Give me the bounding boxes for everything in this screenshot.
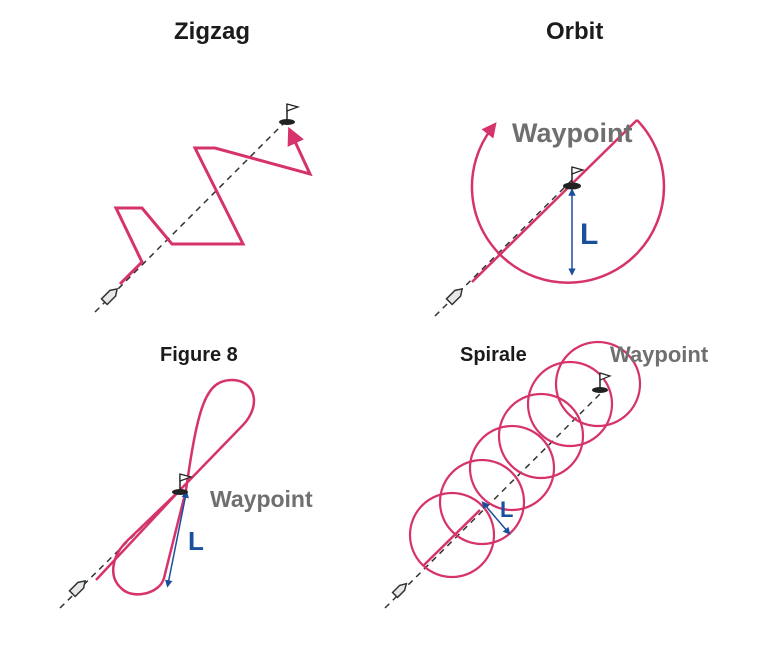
flag-icon bbox=[592, 372, 612, 393]
zigzag-track-line bbox=[94, 119, 288, 313]
figure8-waypoint-label: Waypoint bbox=[210, 486, 313, 512]
spiral-loop-6 bbox=[554, 340, 642, 428]
figure8-path bbox=[95, 378, 256, 596]
boat-icon bbox=[68, 579, 87, 598]
spiral-waypoint-label: Waypoint bbox=[610, 342, 709, 367]
spiral-loop-2 bbox=[438, 458, 526, 546]
orbit-waypoint-label: Waypoint bbox=[512, 118, 633, 148]
boat-icon bbox=[391, 582, 408, 599]
flag-icon bbox=[563, 166, 585, 190]
spiral-loop-4 bbox=[497, 392, 585, 480]
spiral-panel bbox=[384, 340, 642, 609]
figure8-title: Figure 8 bbox=[160, 344, 238, 366]
orbit-panel bbox=[434, 119, 666, 317]
figure8-length-arrow bbox=[165, 490, 189, 588]
orbit-title: Orbit bbox=[546, 18, 604, 45]
spiral-title: Spirale bbox=[460, 344, 527, 366]
spiral-approach-path bbox=[423, 509, 481, 566]
orbit-circle-path bbox=[470, 119, 666, 284]
spiral-track-line bbox=[384, 389, 605, 609]
spiral-length-label: L bbox=[500, 497, 514, 522]
figure8-panel bbox=[59, 378, 256, 609]
figure8-length-label: L bbox=[188, 526, 204, 556]
spiral-length-arrow bbox=[481, 501, 511, 535]
flag-icon bbox=[279, 103, 300, 125]
spiral-loop-5 bbox=[526, 360, 614, 448]
zigzag-title: Zigzag bbox=[174, 18, 250, 45]
orbit-length-label: L bbox=[580, 218, 599, 251]
boat-icon bbox=[445, 287, 464, 306]
spiral-loop-1 bbox=[408, 491, 496, 579]
spiral-loop-3 bbox=[468, 424, 556, 512]
flag-icon bbox=[172, 473, 193, 495]
zigzag-path bbox=[113, 126, 313, 286]
boat-icon bbox=[100, 287, 119, 306]
spiral-loops bbox=[408, 340, 642, 579]
zigzag-panel bbox=[94, 103, 313, 313]
